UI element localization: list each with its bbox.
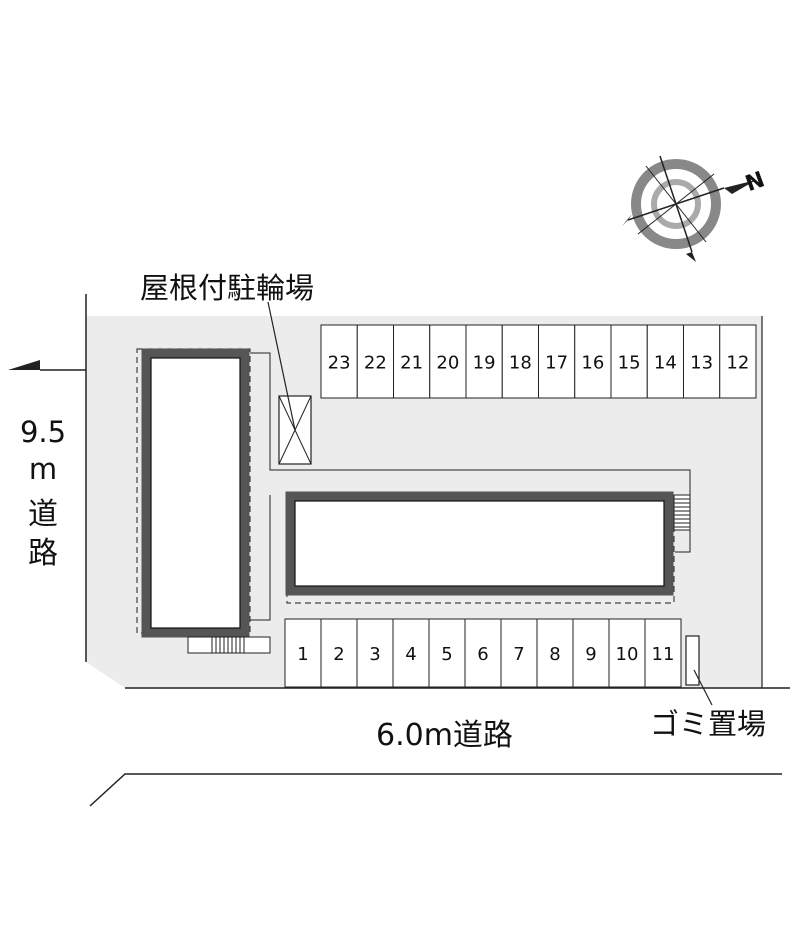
garbage-label: ゴミ置場: [650, 707, 766, 741]
right-building: [285, 491, 674, 596]
parking-space-number: 12: [726, 353, 749, 374]
left-building: [141, 348, 250, 638]
side-road-kanji-1: 道: [28, 497, 58, 532]
left-walkway: [250, 352, 691, 553]
parking-space: [646, 324, 684, 399]
parking-space: [320, 618, 358, 688]
side-road-arrow-icon: [8, 360, 40, 370]
parking-space-number: 5: [441, 644, 452, 665]
parking-space: [719, 324, 757, 399]
parking-space: [608, 618, 646, 688]
parking-space-number: 2: [333, 644, 344, 665]
front-road-label: 6.0m道路: [376, 718, 513, 753]
parking-row-bottom: 1 2 3 4 5 6 7 8 9 10 11: [284, 618, 682, 688]
parking-space: [429, 324, 467, 399]
parking-space: [284, 618, 322, 688]
parking-space-number: 21: [400, 353, 423, 374]
right-stair-steps: [674, 498, 690, 528]
parking-space-number: 17: [545, 353, 568, 374]
parking-space-number: 13: [690, 353, 713, 374]
parking-space: [644, 618, 682, 688]
parking-space-number: 9: [585, 644, 596, 665]
side-road-kanji-2: 路: [28, 536, 58, 571]
side-road-width-label: 9.5: [20, 415, 66, 449]
right-building-inner-line: [294, 500, 665, 587]
parking-space: [574, 324, 612, 399]
parking-space: [464, 618, 502, 688]
parking-space-number: 20: [436, 353, 459, 374]
parking-space-number: 19: [473, 353, 496, 374]
parking-space: [572, 618, 610, 688]
side-road-unit-label: m: [29, 452, 57, 486]
parking-space: [356, 618, 394, 688]
parking-space-number: 14: [654, 353, 677, 374]
parking-space-number: 22: [364, 353, 387, 374]
parking-space: [465, 324, 503, 399]
parking-space-number: 11: [652, 644, 675, 665]
parking-space: [320, 324, 358, 399]
parking-space: [610, 324, 648, 399]
bicycle-parking-label: 屋根付駐輪場: [140, 271, 314, 305]
parking-space-number: 23: [328, 353, 351, 374]
garbage-area: [685, 635, 700, 686]
parking-space-number: 8: [549, 644, 560, 665]
parking-space: [393, 324, 431, 399]
parking-space-number: 4: [405, 644, 416, 665]
parking-space: [428, 618, 466, 688]
right-stairs: [673, 494, 691, 531]
bicycle-parking-leader: [267, 301, 296, 431]
parking-space-number: 15: [618, 353, 641, 374]
parking-space: [392, 618, 430, 688]
parking-space: [538, 324, 576, 399]
parking-space: [501, 324, 539, 399]
left-stairs: [187, 636, 271, 654]
parking-space-number: 7: [513, 644, 524, 665]
parking-space: [683, 324, 721, 399]
parking-space-number: 10: [616, 644, 639, 665]
parking-space: [356, 324, 394, 399]
compass-icon: [622, 155, 756, 262]
left-walkway-bottom: [250, 495, 271, 621]
parking-space-number: 1: [297, 644, 308, 665]
north-label: N: [742, 167, 768, 197]
garbage-leader: [693, 669, 713, 706]
left-building-inner-line: [150, 357, 241, 629]
parking-space-number: 6: [477, 644, 488, 665]
parking-space-number: 16: [581, 353, 604, 374]
road-edge: [89, 773, 782, 807]
parking-space-number: 3: [369, 644, 380, 665]
parking-row-top: 23 22 21 20 19 18 17 16 15 14 13 12: [320, 324, 757, 399]
parking-space-number: 18: [509, 353, 532, 374]
left-stair-steps: [211, 637, 245, 653]
